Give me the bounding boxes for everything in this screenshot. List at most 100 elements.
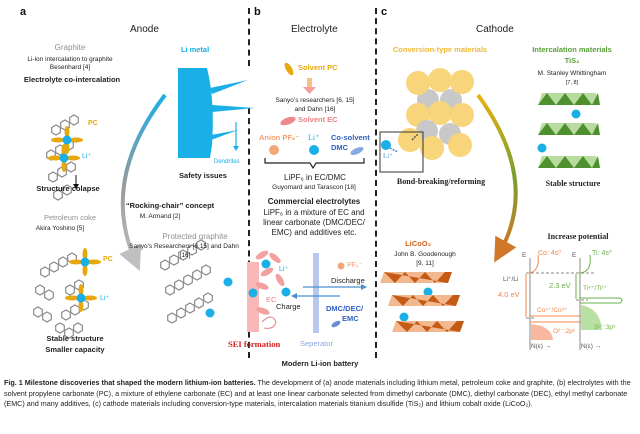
panel-letter-b: b [254,6,261,18]
petroleum-coke-author: Akira Yoshino [5] [35,225,85,232]
stable-structure-cathode-label: Stable structure [545,179,601,188]
solvent-pc-label: Solvent PC [298,63,338,72]
ti-couple-label: Ti⁴⁺/Ti³⁺ [583,285,607,292]
whittingham-label: M. Stanley Whittingham [537,70,607,77]
licoo2-label: LiCoO₂ [405,239,431,248]
commercial-desc-3: EMC) and additives etc. [271,228,357,237]
rocking-chair-label: “Rocking-chair” concept [125,201,215,210]
battery-ec-label: EC [266,295,277,304]
commercial-electrolytes-title: Commercial electrolytes [267,197,361,206]
pc-label: PC [88,120,98,127]
intercalation-title: Intercalation materials [532,45,612,54]
caption-text: The development of (a) anode materials i… [4,378,631,408]
cathode-li-label: Li⁺ [383,152,393,160]
anode-arc [119,93,167,271]
panel-heading-anode: Anode [130,24,159,35]
ti-gap-label: 2.3 eV [549,281,571,290]
graphite-line1: Li-ion intercalation to graphite [27,56,113,63]
anion-pf6-ion [269,145,279,155]
coke-pc-label: PC [103,256,113,263]
structure-collapse: Structure colapse [36,184,100,193]
co-axis-e: E [522,252,527,259]
protected-graphite-title: Protected graphite [162,232,228,241]
li-label: Li⁺ [82,153,92,160]
smaller-capacity-label: Smaller capacity [45,345,105,354]
dahn-ref: and Dahn [16] [294,106,336,113]
li-ion [309,145,319,155]
commercial-desc-1: LiPF₆ in a mixture of EC and [263,208,365,217]
co-couple-label: Co⁴⁺/Co³⁺ [537,307,568,314]
coke-li-label: Li⁺ [100,295,110,302]
safety-issues-label: Safety issues [179,171,227,180]
solvent-pc-molecule [284,62,294,76]
lipf6-ec-dmc-label: LiPF₆ in EC/DMC [284,173,346,182]
bond-breaking-highlight [379,131,424,173]
electrolyte-li-label: Li⁺ [308,133,320,142]
stable-structure-label: Stable structure [46,334,104,343]
tis2-structure [537,93,600,168]
li-metal-title: Li metal [180,45,210,54]
graphite-structure [46,114,83,201]
divider-a-b-bottom [248,108,250,358]
co-gap-label: 4.0 eV [498,290,520,299]
graphite-line2: Besenhard [4] [49,64,91,71]
discharge-label: Discharge [331,276,365,285]
solvent-ec-molecule [280,116,296,126]
graphite-subtitle: Electrolyte co-intercalation [23,75,121,84]
mixture-brace [264,158,365,170]
panel-letter-c: c [381,6,388,18]
goodenough-ref: [9, 11] [416,260,434,267]
energy-diagram-ti [575,254,623,350]
bond-breaking-label: Bond-breaking/reforming [396,177,486,186]
armand-label: M. Armand [2] [139,213,181,220]
ti-4s-label: Ti: 4s⁰ [592,250,612,257]
divider-a-b-top [248,8,250,66]
panel-letter-a: a [20,6,27,18]
linear-carbonate-label-2: EMC [342,314,359,323]
figure-caption: Fig. 1 Milestone discoveries that shaped… [4,378,638,410]
commercial-desc-2: linear carbonate (DMC/DEC/ [263,218,365,227]
s-3p-label: S²⁻:3p⁶ [594,324,616,331]
ti-axis-e: E [572,252,577,259]
solvent-ec-label: Solvent EC [298,115,338,124]
panel-heading-electrolyte: Electrolyte [291,24,338,35]
li-li-ref-label: Li⁺/Li [503,276,519,283]
battery-pf6-label: PF₆⁻ [347,262,363,269]
cathode-arc [476,93,518,263]
li-metal-block [178,68,255,158]
cosolvent-label: Co-solvent [331,133,370,142]
co-xaxis-label: N(ε) → [531,343,552,350]
conversion-structure [379,68,474,173]
protected-graphite-ref2: [16] [179,252,191,259]
energy-diagram-co [525,254,596,350]
dendrites-label: Dendrites [214,159,240,165]
battery-li-label: Li⁺ [279,266,289,273]
tis2-label: TiS₂ [564,56,580,65]
o-2p-label: O²⁻:2p⁶ [553,328,576,335]
panel-heading-cathode: Cathode [476,24,514,35]
co-4s-label: Co: 4s⁰ [538,250,562,257]
caption-title: Fig. 1 Milestone discoveries that shaped… [4,378,256,387]
anion-pf6-label: Anion PF₆⁻ [259,133,300,142]
sanyo-researchers-ref: Sanyo’s researchers [6, 15] [275,97,355,104]
divider-b-c [375,8,377,358]
linear-carbonate-label-1: DMC/DEC/ [326,304,364,313]
separator [313,253,319,333]
cosolvent-dmc-label: DMC [331,143,349,152]
pc-to-ec-arrow [307,78,312,88]
separator-label: Seperator [300,339,333,348]
charge-label: Charge [276,302,301,311]
goodenough-label: John B. Goodenough [394,251,456,258]
graphite-title: Graphite [54,43,86,52]
increase-potential-label: Increase potential [547,232,609,241]
licoo2-structure [380,272,464,332]
protected-graphite-ref1: Sanyo’s Researchers [6,15] and Dahn [129,243,239,250]
conversion-type-title: Conversion-type materials [392,45,488,54]
whittingham-ref: [7, 8] [565,80,579,86]
guyomard-tarascon-ref: Guyomard and Tarascon [18] [272,184,356,191]
ti-xaxis-label: N(ε) → [581,343,602,350]
protected-graphite-structure [160,239,233,324]
dmc-molecule [350,146,364,156]
modern-li-ion-battery-title: Modern Li-ion battery [281,359,359,368]
